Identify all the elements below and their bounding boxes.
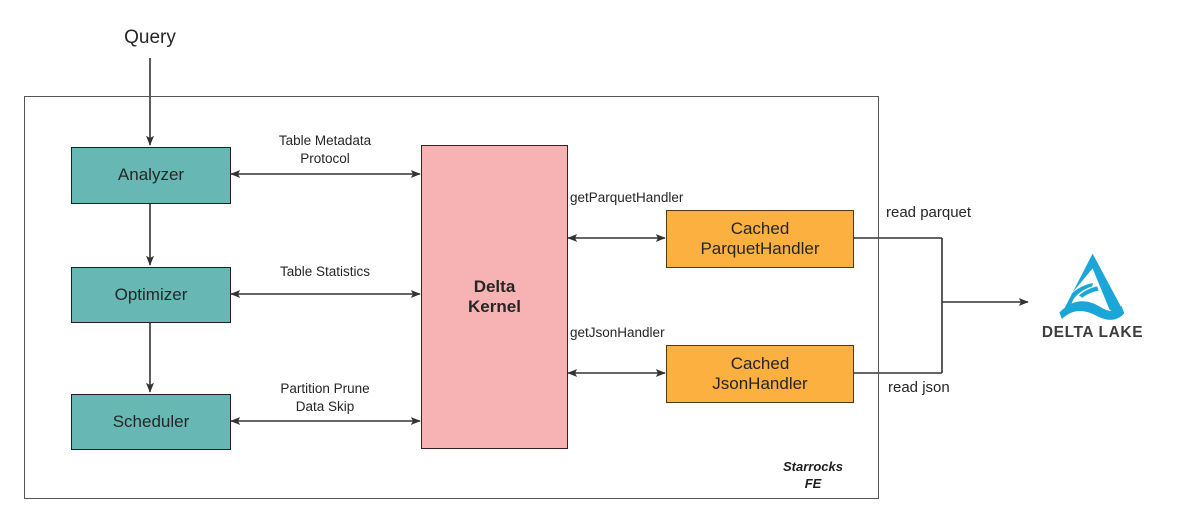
node-scheduler[interactable]: Scheduler xyxy=(71,394,231,450)
edge-label-get-parquet-handler: getParquetHandler xyxy=(570,190,684,205)
delta-lake-logo-text: DELTA LAKE xyxy=(1041,324,1144,341)
edge-label-read-json: read json xyxy=(888,379,950,396)
edge-label-read-parquet: read parquet xyxy=(886,204,972,221)
delta-lake-triangle-icon xyxy=(1059,253,1125,320)
edge-label-table-statistics: Table Statistics xyxy=(279,264,371,279)
delta-lake-logo: DELTA LAKE xyxy=(1030,252,1155,352)
node-analyzer[interactable]: Analyzer xyxy=(71,147,231,204)
node-analyzer-label: Analyzer xyxy=(117,165,185,185)
node-cached-parquet-handler-label: Cached ParquetHandler xyxy=(700,218,820,258)
node-cached-parquet-handler[interactable]: Cached ParquetHandler xyxy=(666,210,854,268)
node-delta-kernel-label: Delta Kernel xyxy=(468,276,521,316)
edge-label-get-json-handler: getJsonHandler xyxy=(570,325,665,340)
node-cached-json-handler[interactable]: Cached JsonHandler xyxy=(666,345,854,403)
edge-label-table-metadata-protocol: Table Metadata Protocol xyxy=(278,133,372,166)
node-scheduler-label: Scheduler xyxy=(112,411,190,431)
starrocks-fe-container xyxy=(24,96,879,499)
node-delta-kernel[interactable]: Delta Kernel xyxy=(421,145,568,449)
starrocks-fe-label: Starrocks FE xyxy=(783,459,843,491)
node-optimizer-label: Optimizer xyxy=(114,284,188,304)
edge-label-partition-prune-data-skip: Partition Prune Data Skip xyxy=(280,381,370,414)
node-optimizer[interactable]: Optimizer xyxy=(71,267,231,323)
query-label: Query xyxy=(124,27,176,48)
node-cached-json-handler-label: Cached JsonHandler xyxy=(712,353,808,393)
